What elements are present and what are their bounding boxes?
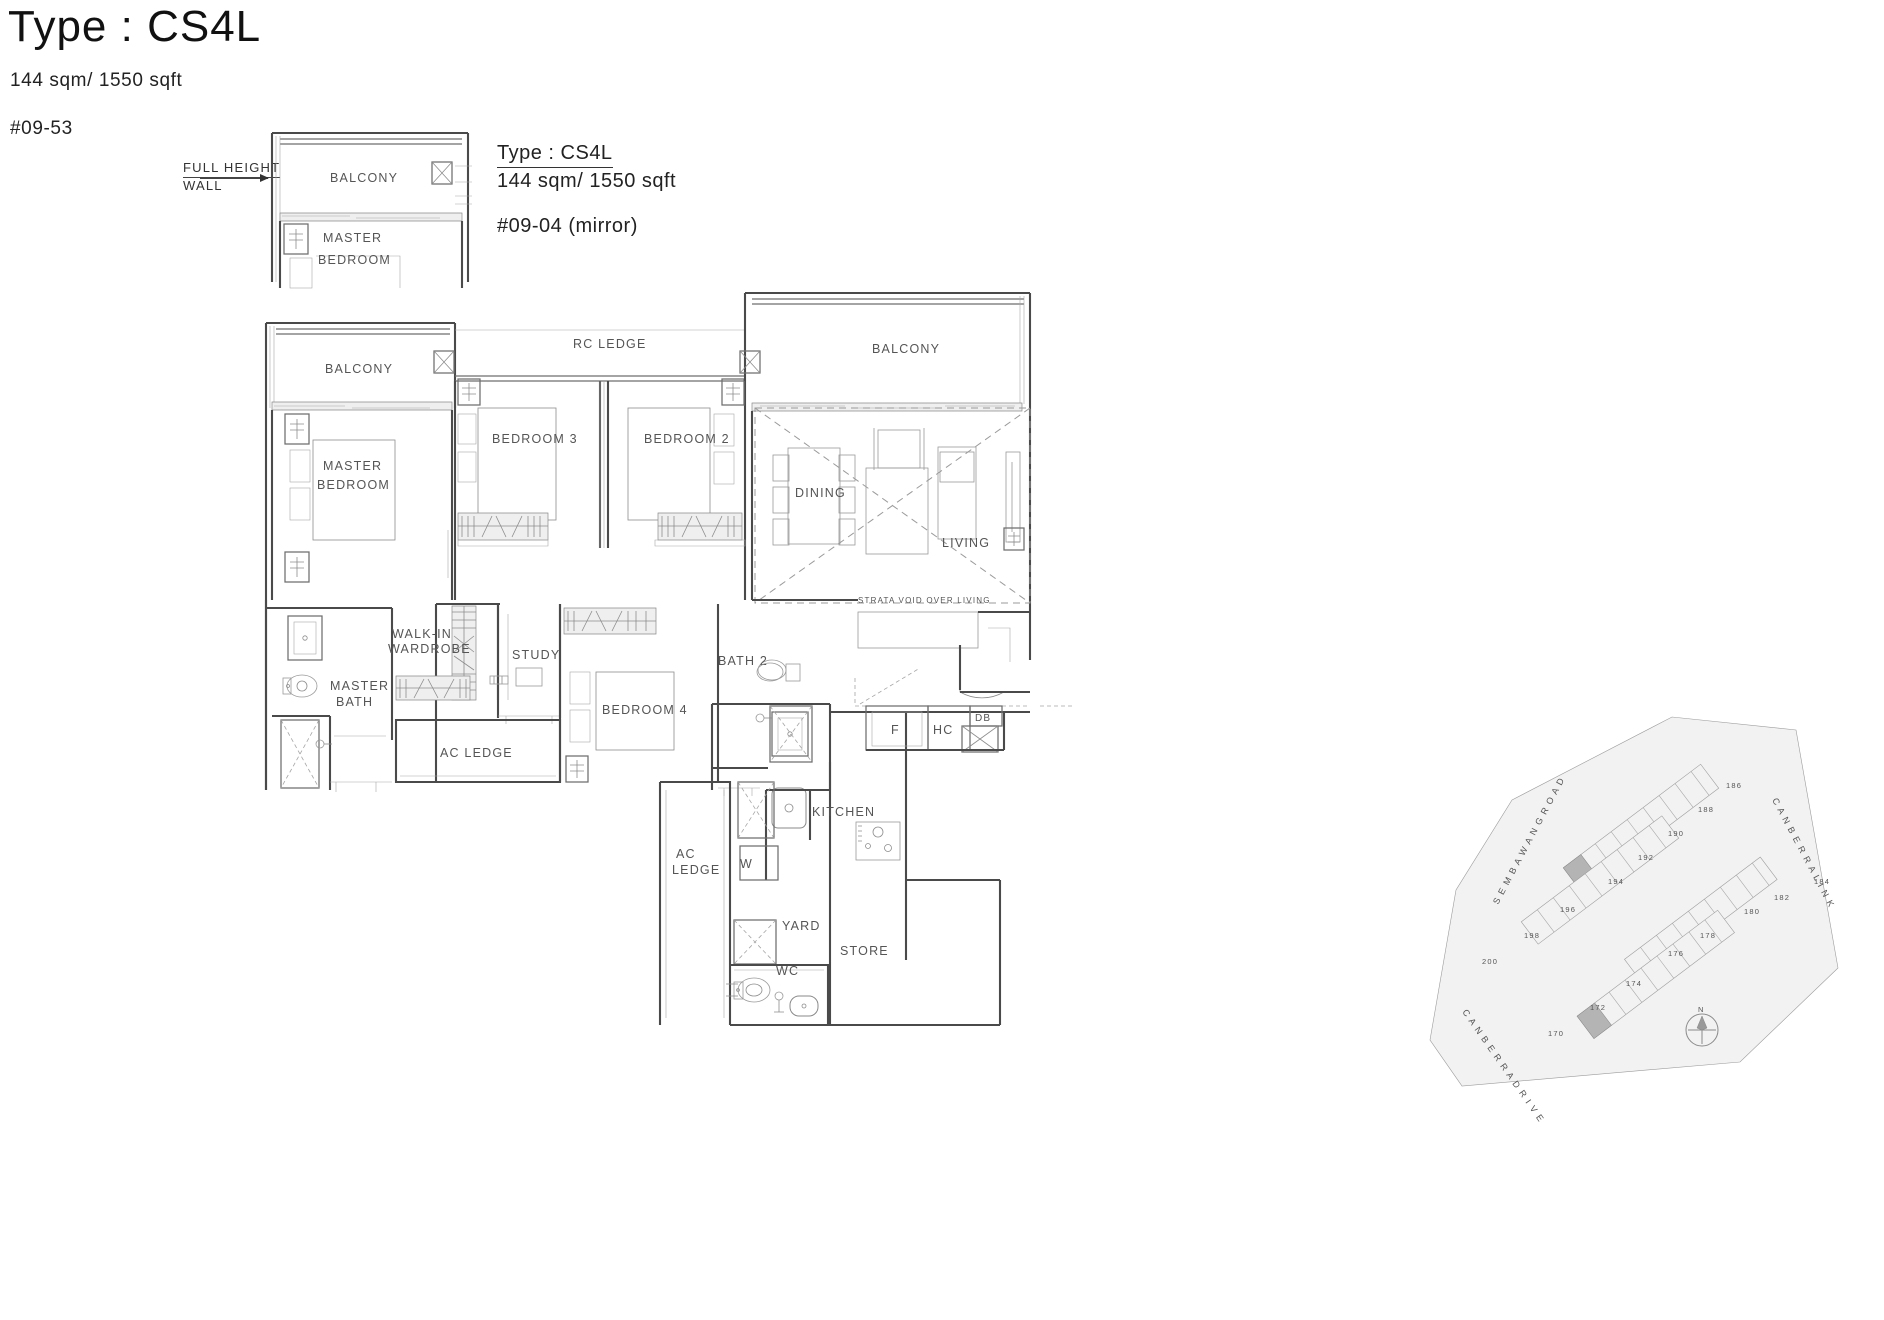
full-height-wall-annotation: FULL HEIGHT WALL [183, 160, 281, 193]
balcony-right-area: BALCONY [739, 291, 1032, 412]
yard-wc-store-area: YARD STORE WC [726, 878, 1002, 1027]
label-kitchen: KITCHEN [812, 805, 875, 819]
site-boundary [1429, 716, 1839, 1087]
page-area-text: 144 sqm/ 1550 sqft [10, 70, 183, 91]
site-road-canberra-drive: C A N B E R R A D R I V E [1460, 1007, 1546, 1124]
bedroom-4-area: BEDROOM 4 [558, 604, 720, 783]
label-appliance-hc: HC [933, 723, 953, 737]
label-store: STORE [840, 944, 889, 958]
main-plan: BALCONY RC LEDGE MASTER BEDROOM [264, 291, 1075, 1027]
label-wc: WC [776, 964, 799, 978]
compass-north-label: N [1698, 1005, 1705, 1014]
label-wardrobe-l2: WARDROBE [388, 642, 471, 656]
site-block-200: 200 [1482, 957, 1498, 966]
bath-2-area: BATH 2 [710, 654, 832, 796]
label-bedroom-3: BEDROOM 3 [492, 432, 578, 446]
label-living: LIVING [942, 536, 990, 550]
titleblock-unit-mirror: #09-04 (mirror) [497, 215, 638, 237]
balcony-left-area: BALCONY [264, 321, 457, 790]
site-plan: S E M B A W A N G R O A D C A N B E R R … [1429, 716, 1839, 1124]
label-balcony-left: BALCONY [325, 362, 393, 376]
site-block-174: 174 [1626, 979, 1642, 988]
inset-plan: BALCONY MASTER BEDROOM [270, 131, 472, 289]
label-ac-ledge-mid: AC LEDGE [440, 746, 513, 760]
label-master-bath-l2: BATH [336, 695, 373, 709]
rc-ledge-area: RC LEDGE [455, 329, 745, 382]
full-height-wall-line2: WALL [183, 178, 223, 193]
full-height-wall-line1: FULL HEIGHT [183, 160, 281, 178]
site-block-184: 184 [1814, 877, 1830, 886]
label-master-bedroom-l2: BEDROOM [317, 478, 390, 492]
site-block-180: 180 [1744, 907, 1760, 916]
label-balcony-right: BALCONY [872, 342, 940, 356]
label-appliance-washer: W [740, 857, 753, 871]
inset-label-balcony: BALCONY [330, 171, 398, 185]
label-master-bath-l1: MASTER [330, 679, 389, 693]
compass-icon: N [1685, 1005, 1719, 1047]
label-bedroom-4: BEDROOM 4 [602, 703, 688, 717]
site-block-176: 176 [1668, 949, 1684, 958]
inset-label-master-l1: MASTER [323, 231, 382, 245]
label-master-bedroom-l1: MASTER [323, 459, 382, 473]
titleblock-type: Type : CS4L [497, 142, 613, 168]
site-block-182: 182 [1774, 893, 1790, 902]
site-block-188: 188 [1698, 805, 1714, 814]
label-ac-ledge-low-l2: LEDGE [672, 863, 720, 877]
bedroom-3-area: BEDROOM 3 [453, 378, 602, 600]
kitchen-area: F HC DB KITCHEN W [737, 705, 1030, 1025]
site-block-172: 172 [1590, 1003, 1606, 1012]
site-block-cluster-upper [1520, 763, 1720, 945]
site-block-cluster-lower [1576, 856, 1778, 1039]
site-road-canberra-link: C A N B E R R A L I N K [1770, 796, 1836, 909]
label-study: STUDY [512, 648, 560, 662]
site-block-196: 196 [1560, 905, 1576, 914]
site-block-170: 170 [1548, 1029, 1564, 1038]
site-block-194: 194 [1608, 877, 1624, 886]
full-height-wall-arrow-icon [200, 174, 269, 182]
label-wardrobe-l1: WALK-IN [392, 627, 452, 641]
master-bedroom-area: MASTER BEDROOM [270, 410, 454, 600]
site-block-192: 192 [1638, 853, 1654, 862]
strata-void-note-group: STRATA VOID OVER LIVING [854, 596, 1075, 707]
walk-in-wardrobe-area: WALK-IN WARDROBE [388, 602, 500, 782]
living-dining-area: DINING LIVING [750, 407, 1032, 699]
label-yard: YARD [782, 919, 821, 933]
bedroom-2-area: BEDROOM 2 [599, 378, 747, 600]
page-unit-number: #09-53 [10, 118, 73, 139]
inset-label-master-l2: BEDROOM [318, 253, 391, 267]
label-appliance-fridge: F [891, 723, 900, 737]
site-block-186: 186 [1726, 781, 1742, 790]
master-bath-area: MASTER BATH [264, 600, 394, 792]
note-strata-void: STRATA VOID OVER LIVING [858, 596, 991, 605]
site-block-198: 198 [1524, 931, 1540, 940]
label-ac-ledge-low-l1: AC [676, 847, 696, 861]
ac-ledge-lower-area: AC LEDGE [658, 780, 732, 1025]
label-dining: DINING [795, 486, 846, 500]
label-appliance-db: DB [975, 713, 991, 724]
study-area: STUDY [489, 604, 562, 724]
label-bedroom-2: BEDROOM 2 [644, 432, 730, 446]
site-block-190: 190 [1668, 829, 1684, 838]
page-title: Type : CS4L [8, 2, 262, 51]
site-block-178: 178 [1700, 931, 1716, 940]
site-road-sembawang: S E M B A W A N G R O A D [1491, 775, 1567, 906]
titleblock-area: 144 sqm/ 1550 sqft [497, 170, 677, 192]
label-bath-2: BATH 2 [718, 654, 768, 668]
label-rc-ledge: RC LEDGE [573, 337, 647, 351]
ac-ledge-middle-area: AC LEDGE [394, 718, 562, 784]
